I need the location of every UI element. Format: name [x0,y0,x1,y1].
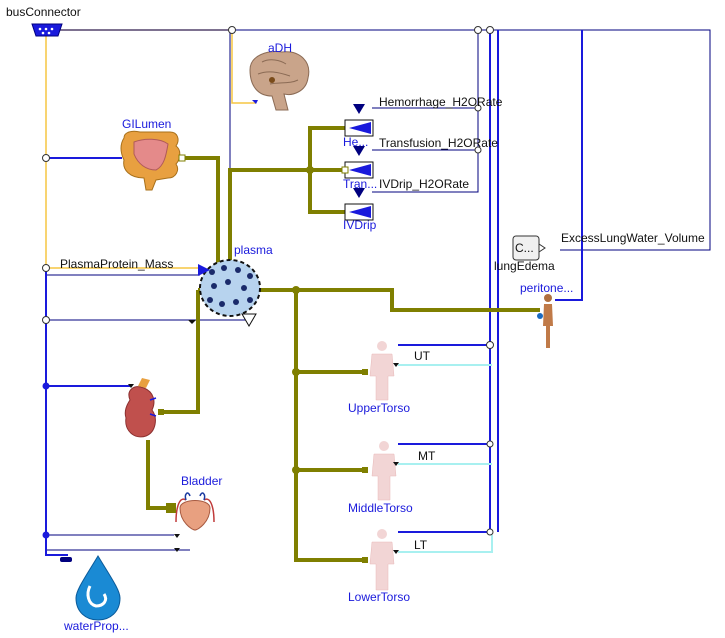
adh-port-icon [252,100,258,104]
brain-icon[interactable] [249,51,310,111]
lung-edema-icon-label: C... [515,241,534,255]
ivdrip-label: IVDrip [343,218,377,232]
peritoneum-person-icon[interactable] [537,294,553,348]
transfusion-label: Tran... [343,177,377,191]
lt-signal: LT [414,538,428,552]
plasma-label: plasma [234,243,273,257]
lower-torso-label: LowerTorso [348,590,410,604]
water-drop-icon[interactable] [75,555,121,621]
hemorrhage-label: He... [343,135,368,149]
junction-dots [292,166,314,474]
hemorrhage-rate-signal: Hemorrhage_H2ORate [379,95,503,109]
cyan-wires [398,364,493,553]
bladder-icon[interactable] [166,492,215,531]
lung-edema-label: lungEdema [494,259,555,273]
plasma-protein-input-icon [198,264,210,276]
lower-torso-icon[interactable] [362,529,399,591]
open-junction-dots [42,26,494,536]
intestine-icon[interactable] [120,130,181,191]
transfusion-pump-icon[interactable] [341,146,374,179]
ut-signal: UT [414,349,431,363]
ivdrip-pump-icon[interactable] [344,188,374,221]
bus-connector-icon[interactable] [31,23,63,37]
upper-torso-label: UpperTorso [348,401,410,415]
gilumen-port[interactable] [178,154,186,162]
ivdrip-rate-signal: IVDrip_H2ORate [379,177,469,191]
water-properties-label: waterProp... [63,619,129,633]
bus-junction-dots [42,382,50,539]
upper-torso-icon[interactable] [362,341,399,401]
bus-wires-blue [45,30,583,556]
plasma-protein-signal: PlasmaProtein_Mass [60,257,173,271]
gilumen-label: GILumen [122,117,171,131]
mt-signal: MT [418,449,436,463]
bus-connector-label: busConnector [6,5,81,19]
peritoneum-label: peritone... [520,281,573,295]
water-bus-port[interactable] [60,557,72,562]
excess-lung-signal: ExcessLungWater_Volume [561,231,705,245]
adh-label: aDH [268,41,292,55]
transfusion-rate-signal: Transfusion_H2ORate [379,136,498,150]
bladder-label: Bladder [181,474,222,488]
plasma-output-icon [241,313,257,327]
kidney-port[interactable] [158,409,164,415]
middle-torso-label: MiddleTorso [348,501,413,515]
middle-torso-icon[interactable] [362,441,399,501]
lung-edema-block[interactable] [512,235,546,261]
kidney-icon[interactable] [124,378,157,438]
port-markers [128,320,196,552]
hemorrhage-pump-icon[interactable] [344,104,374,137]
plasma-icon[interactable] [199,259,261,317]
